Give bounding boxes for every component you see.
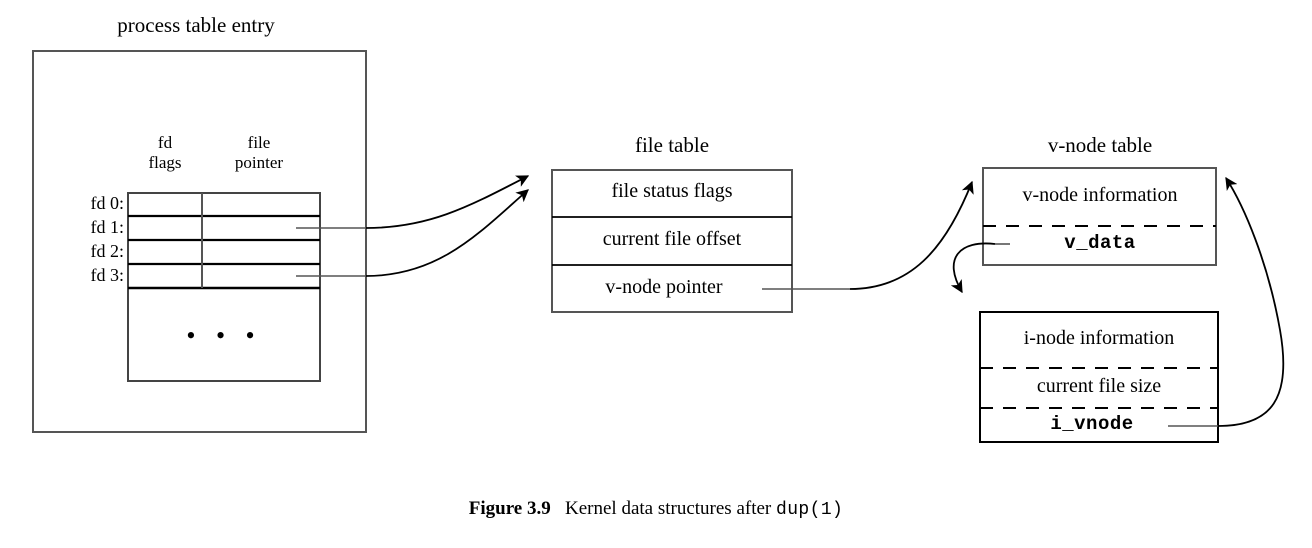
process-table-title: process table entry bbox=[117, 13, 275, 37]
fd-flags-header-line1: fd bbox=[157, 133, 173, 152]
vnode-table-title: v-node table bbox=[1047, 133, 1153, 157]
figure-caption-code: dup(1) bbox=[776, 500, 844, 520]
fd-row-label-0: fd 0: bbox=[90, 193, 125, 213]
file-table-box bbox=[551, 169, 793, 313]
arrow-ivnode-to-vnode-table bbox=[1217, 176, 1285, 427]
vnode-table-box bbox=[982, 167, 1217, 266]
arrow-vdata-to-inode-box bbox=[950, 242, 996, 294]
arrow-fd1-to-file-table bbox=[365, 175, 530, 229]
inode-row-i-vnode: i_vnode bbox=[1050, 413, 1134, 435]
fd-row-label-2: fd 2: bbox=[90, 241, 125, 261]
file-table-row-file-status-flags: file status flags bbox=[611, 180, 733, 202]
arrow-vnode-pointer-to-vnode-table bbox=[849, 180, 974, 290]
inode-box bbox=[979, 311, 1219, 443]
fd-row-label-1: fd 1: bbox=[90, 217, 125, 237]
file-table-row-vnode-pointer: v-node pointer bbox=[605, 276, 723, 298]
figure-caption-label: Figure 3.9 bbox=[468, 498, 551, 519]
file-pointer-header-line1: file bbox=[247, 133, 271, 152]
arrow-fd3-to-file-table bbox=[365, 189, 529, 277]
inode-row-current-file-size: current file size bbox=[1036, 375, 1162, 397]
vnode-row-information: v-node information bbox=[1022, 184, 1178, 206]
file-table-title: file table bbox=[634, 133, 710, 157]
figure-caption: Figure 3.9 Kernel data structures after … bbox=[0, 498, 1312, 520]
vnode-row-v-data: v_data bbox=[1064, 232, 1136, 254]
fd-table-ellipsis: • • • bbox=[186, 321, 262, 350]
file-table-row-current-file-offset: current file offset bbox=[602, 228, 742, 250]
figure-caption-text: Kernel data structures after bbox=[565, 498, 772, 519]
inode-row-information: i-node information bbox=[1023, 327, 1175, 349]
fd-row-label-3: fd 3: bbox=[90, 265, 125, 285]
fd-flags-header-line2: flags bbox=[148, 153, 182, 172]
file-pointer-header-line2: pointer bbox=[234, 153, 284, 172]
